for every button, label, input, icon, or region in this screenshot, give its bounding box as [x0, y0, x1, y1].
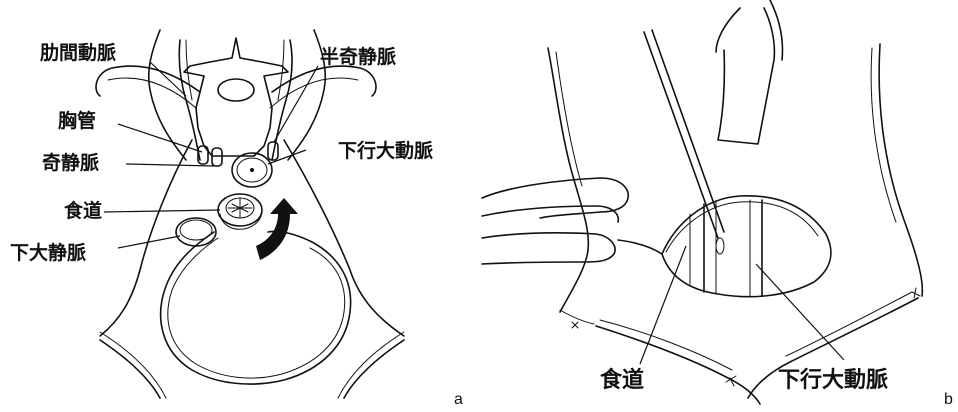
panel-b-drawing — [482, 0, 922, 404]
spinal-canal — [218, 79, 254, 101]
panel-letter-b: b — [944, 392, 953, 408]
label-descending-aorta-a: 下行大動脈 — [338, 142, 433, 161]
label-hemiazygos-vein: 半奇静脈 — [320, 48, 396, 67]
label-intercostal-artery: 肋間動脈 — [40, 44, 116, 63]
azygos-vessel — [212, 148, 222, 166]
label-esophagus-b: 食道 — [600, 370, 644, 392]
leader-esophagus — [104, 210, 220, 212]
ivc-shape — [176, 218, 216, 246]
suture-thread — [644, 32, 718, 238]
vertebra — [184, 38, 288, 156]
label-descending-aorta-b: 下行大動脈 — [778, 370, 888, 392]
panel-a-drawing — [96, 30, 404, 398]
label-azygos-vein: 奇静脈 — [42, 154, 99, 173]
label-thoracic-duct: 胸管 — [58, 112, 96, 131]
mediastinal-opening — [662, 196, 831, 297]
leader-thoracic-duct — [118, 124, 202, 152]
leader-b-esophagus — [640, 246, 686, 364]
retractor — [718, 8, 774, 144]
heart-outline — [161, 231, 351, 384]
label-esophagus-a: 食道 — [64, 202, 102, 221]
label-inferior-vena-cava: 下大静脈 — [10, 244, 86, 263]
leader-b-aorta — [756, 264, 844, 360]
panel-letter-a: a — [454, 392, 463, 408]
